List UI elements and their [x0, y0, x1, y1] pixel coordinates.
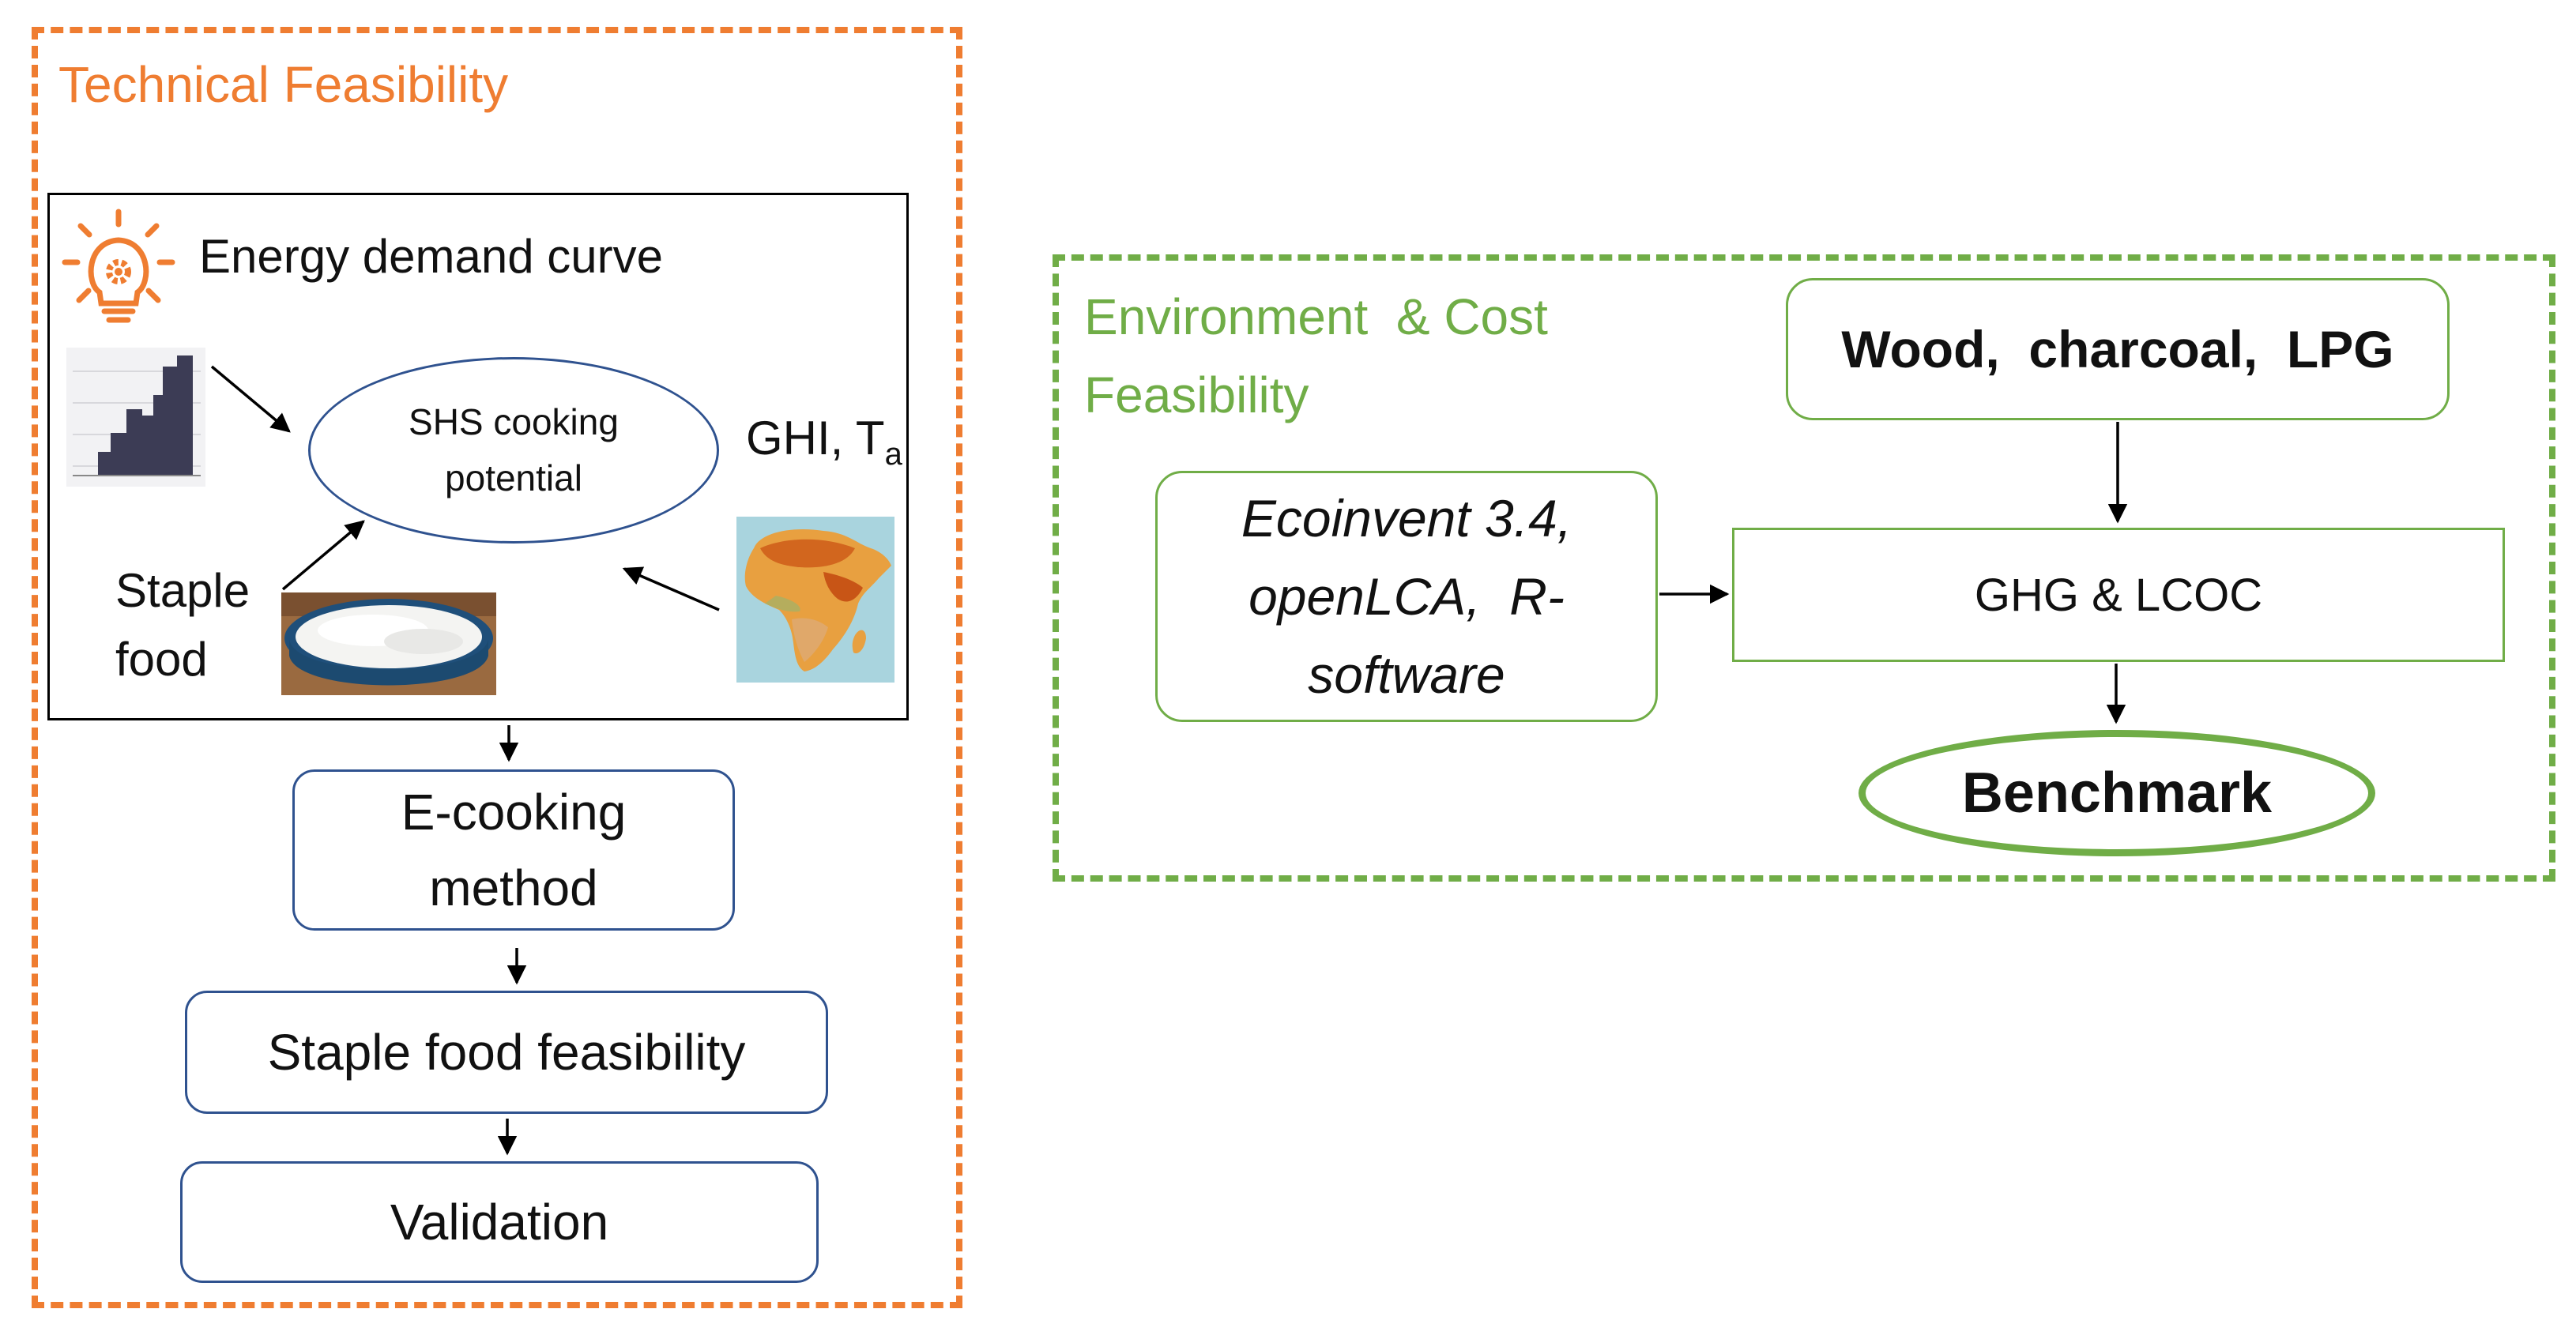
env-title-line-2: Feasibility — [1084, 367, 1309, 424]
technical-feasibility-panel — [32, 27, 962, 1308]
ecooking-line-1: E-cooking — [401, 784, 627, 841]
staple-food-feasibility-box: Staple food feasibility — [185, 991, 828, 1114]
arrow-chart-to-shs — [210, 365, 291, 433]
environment-cost-panel — [1053, 254, 2555, 882]
arrow-food-to-shs — [281, 520, 365, 591]
shs-line-1: SHS cooking — [409, 401, 619, 442]
energy-demand-title: Energy demand curve — [199, 230, 663, 283]
fuels-box: Wood, charcoal, LPG — [1786, 278, 2450, 420]
ghg-lcoc-box: GHG & LCOC — [1732, 528, 2505, 662]
technical-feasibility-title: Technical Feasibility — [58, 56, 509, 113]
staple-line-2: food — [115, 633, 208, 686]
env-title-line-1: Environment & Cost — [1084, 288, 1548, 345]
lightbulb-gear-icon — [62, 209, 175, 323]
benchmark-node: Benchmark — [1859, 730, 2375, 856]
energy-demand-box — [47, 193, 909, 720]
tools-line-1: Ecoinvent 3.4, — [1241, 488, 1572, 547]
ghi-ta-label: GHI, Ta — [746, 411, 902, 472]
lca-tools-box: Ecoinvent 3.4, openLCA, R- software — [1155, 471, 1658, 722]
africa-ghi-map-image — [736, 517, 894, 683]
staple-line-1: Staple — [115, 564, 250, 617]
environment-cost-title: Environment & Cost Feasibility — [1084, 278, 1548, 434]
tools-line-2: openLCA, R- — [1248, 566, 1565, 626]
shs-line-2: potential — [445, 457, 582, 498]
shs-cooking-potential-node: SHS cooking potential — [308, 357, 719, 544]
ecooking-line-2: method — [429, 859, 598, 916]
staple-food-label: Staple food — [115, 556, 250, 694]
ghi-subscript: a — [884, 437, 902, 472]
rice-bowl-image — [281, 592, 496, 695]
e-cooking-method-box: E-cooking method — [292, 769, 735, 931]
demand-chart-image — [66, 348, 205, 487]
ghi-text: GHI, T — [746, 412, 885, 465]
validation-box: Validation — [180, 1161, 819, 1283]
tools-line-3: software — [1308, 645, 1505, 704]
arrow-map-to-shs — [622, 566, 720, 611]
